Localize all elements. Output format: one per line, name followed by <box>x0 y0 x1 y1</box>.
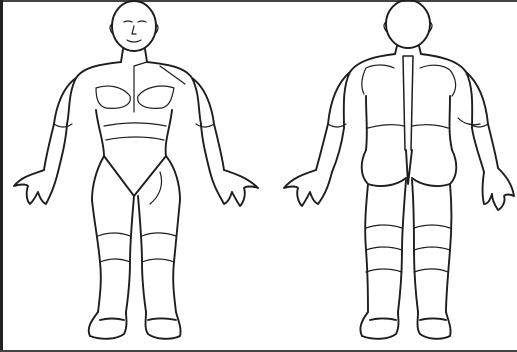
front-face <box>124 21 146 42</box>
back-waist <box>366 96 452 150</box>
back-lower-lines <box>368 125 448 128</box>
front-right-hand <box>210 170 258 206</box>
front-right-elbow <box>196 124 214 127</box>
back-ears <box>384 22 432 31</box>
front-abdomen-lines <box>104 123 166 140</box>
front-left-knee <box>98 233 130 262</box>
front-chest <box>96 86 174 108</box>
front-left-elbow <box>54 124 72 127</box>
back-right-leg <box>412 180 452 312</box>
back-head <box>386 0 430 48</box>
back-spine <box>403 56 413 150</box>
back-right-knee <box>414 225 450 272</box>
front-right-knee <box>142 233 176 262</box>
back-buttocks <box>362 150 457 186</box>
back-shoulder-blades <box>362 65 456 96</box>
body-back-outline-icon <box>262 0 517 352</box>
back-left-hand <box>284 170 332 206</box>
front-right-foot <box>146 312 181 339</box>
front-waist <box>96 110 172 156</box>
body-front-outline-icon <box>0 0 265 352</box>
back-right-hand <box>483 168 515 210</box>
back-right-foot <box>418 312 451 339</box>
front-hips <box>92 156 180 200</box>
front-left-hand <box>14 170 58 204</box>
front-ears <box>110 24 158 33</box>
back-left-foot <box>360 312 398 339</box>
back-left-knee <box>366 225 402 272</box>
front-sternum <box>134 62 185 112</box>
front-left-foot <box>89 312 127 339</box>
front-right-leg <box>138 196 180 312</box>
front-left-leg <box>92 196 134 312</box>
back-left-leg <box>365 180 406 312</box>
front-right-thigh-mark <box>150 172 162 204</box>
